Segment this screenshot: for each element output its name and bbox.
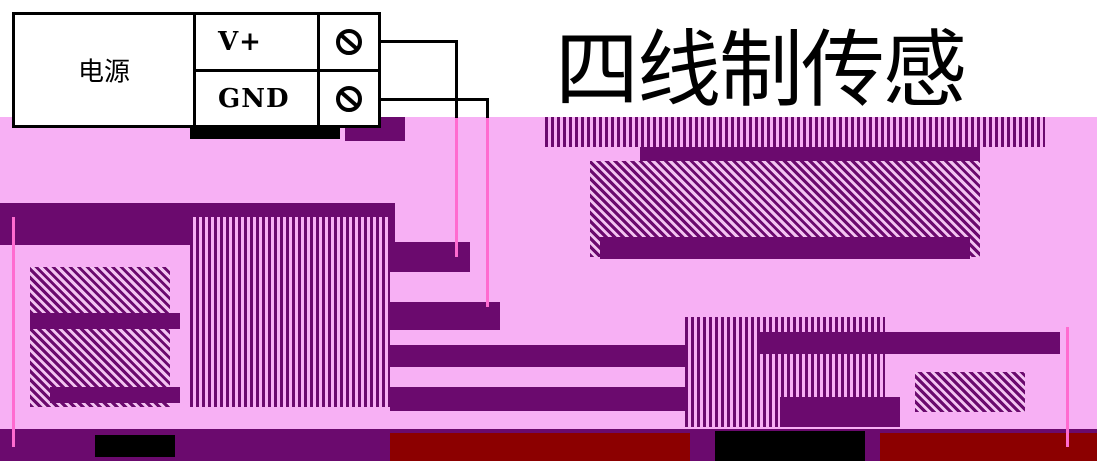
power-supply-box: 电源 xyxy=(12,12,196,128)
artifact-line xyxy=(1066,327,1069,447)
terminal-gnd: GND xyxy=(193,69,320,128)
artifact-block xyxy=(545,117,1045,147)
artifact-block xyxy=(390,242,470,272)
wire-gnd xyxy=(486,98,489,118)
artifact-block xyxy=(390,387,690,411)
artifact-line xyxy=(12,217,15,447)
diagram-title: 四线制传感 xyxy=(555,21,967,119)
corrupted-image-region xyxy=(0,117,1097,461)
artifact-block xyxy=(760,332,1060,354)
power-supply-label: 电源 xyxy=(77,57,130,88)
slotted-screw-icon xyxy=(336,85,362,112)
artifact-block xyxy=(190,217,390,407)
artifact-block xyxy=(95,435,175,457)
artifact-block xyxy=(600,237,970,259)
artifact-block xyxy=(390,345,690,367)
terminal-vplus: V+ xyxy=(193,12,320,72)
artifact-block xyxy=(780,397,900,427)
terminal-screw-vplus xyxy=(317,12,381,72)
wire-vplus xyxy=(455,40,458,118)
terminal-screw-gnd xyxy=(317,69,381,128)
artifact-block xyxy=(390,302,500,330)
artifact-block xyxy=(640,147,980,161)
artifact-block xyxy=(30,267,170,407)
artifact-block xyxy=(30,313,180,329)
artifact-block xyxy=(880,433,1097,461)
terminal-vplus-label: V+ xyxy=(218,27,262,57)
artifact-line xyxy=(455,117,458,257)
terminal-gnd-label: GND xyxy=(218,83,290,114)
artifact-block xyxy=(50,387,180,403)
wire-vplus xyxy=(381,40,458,43)
artifact-block xyxy=(390,433,690,461)
wire-gnd xyxy=(381,98,489,101)
artifact-block xyxy=(715,431,865,461)
artifact-line xyxy=(486,117,489,307)
artifact-block xyxy=(915,372,1025,412)
slotted-screw-icon xyxy=(336,29,362,55)
